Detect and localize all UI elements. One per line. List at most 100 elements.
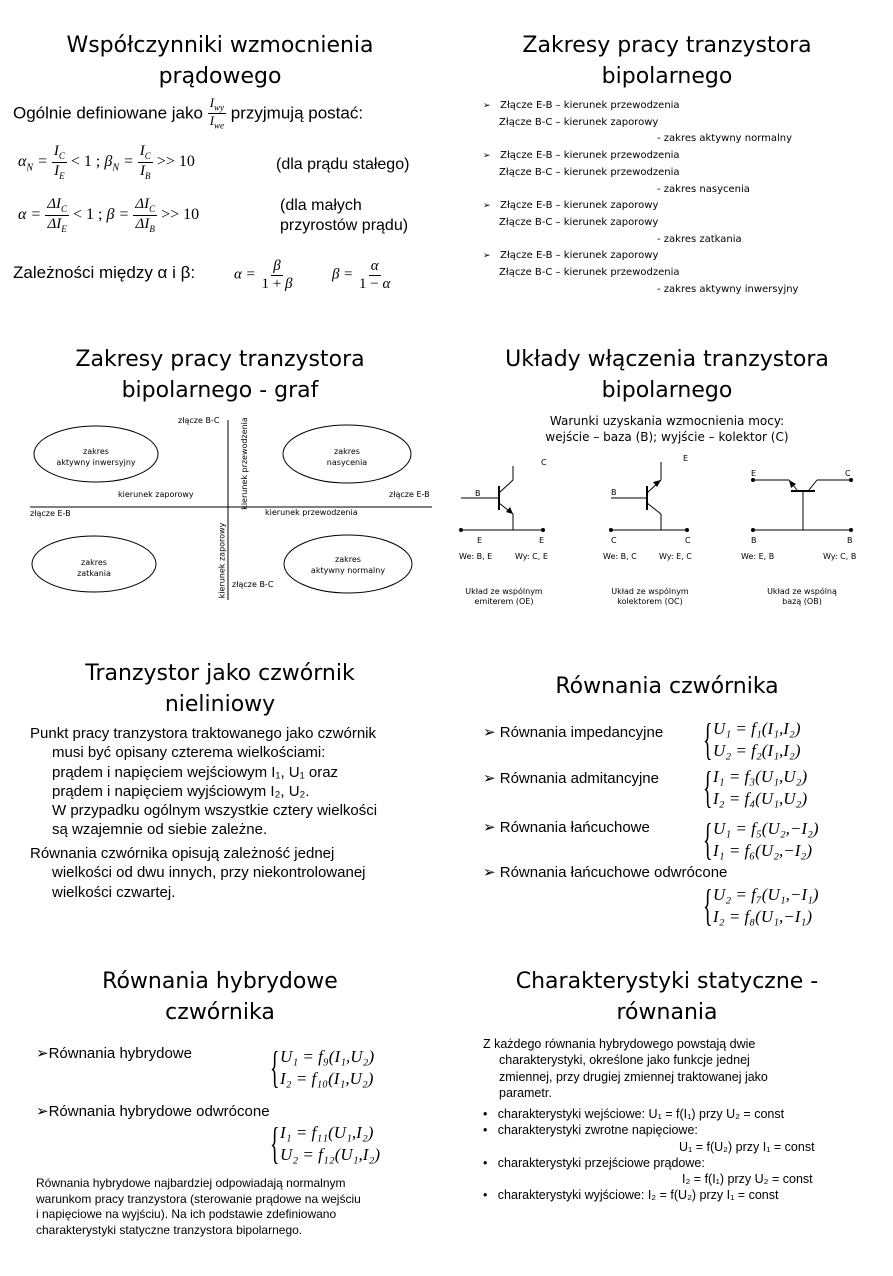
intro-text: Ogólnie definiowane jako bbox=[13, 103, 203, 123]
slide-title: Charakterystyki statyczne - równania bbox=[447, 966, 887, 1028]
dc-note: (dla prądu stałego) bbox=[276, 156, 410, 173]
label-reverse-vertical: kierunek zaporowy bbox=[217, 522, 227, 599]
title-line-2: czwórnika bbox=[165, 1000, 275, 1025]
configuration-circuits bbox=[459, 462, 853, 532]
ob-input: We: E, B bbox=[741, 552, 775, 561]
ob-terminal-tl: E bbox=[751, 469, 757, 478]
label-hybrid: ➢Równania hybrydowe bbox=[36, 1045, 192, 1062]
hybrid-equations: U₁ = f₉(I₁,U₂)I₂ = f₁₀(I₁,U₂) bbox=[280, 1047, 375, 1088]
oc-terminal-bl: C bbox=[611, 536, 617, 545]
char-transfer: • charakterystyki przejściowe prądowe: bbox=[483, 1155, 705, 1170]
label-reverse-horizontal: kierunek zaporowy bbox=[118, 490, 194, 499]
oc-terminal-base: B bbox=[611, 488, 617, 497]
common-collector-circuit bbox=[609, 462, 689, 532]
slide-title: Równania hybrydowe czwórnika bbox=[0, 966, 440, 1028]
common-base-circuit bbox=[751, 478, 853, 532]
slide-title: Współczynniki wzmocnienia prądowego bbox=[0, 30, 440, 92]
small-signal-note: (dla małych przyrostów prądu) bbox=[280, 197, 409, 234]
region-item: ➢ Złącze E-B – kierunek przewodzenia Złą… bbox=[483, 100, 793, 145]
characteristics-intro: Z każdego równania hybrydowego powstają … bbox=[483, 1037, 768, 1100]
title-line-2: bipolarnego bbox=[601, 64, 733, 89]
label-eb-left: złącze E-B bbox=[30, 509, 71, 518]
oe-terminal-bl: E bbox=[477, 536, 483, 545]
brace-2: { bbox=[703, 763, 713, 812]
title-line-2: bipolarnego - graf bbox=[121, 378, 319, 403]
label-impedance: ➢ Równania impedancyjne bbox=[483, 724, 664, 741]
oe-terminal-top: C bbox=[541, 458, 547, 467]
label-bc-top: złącze B-C bbox=[178, 416, 220, 425]
title-line-1: Układy włączenia tranzystora bbox=[505, 347, 829, 372]
brace-1: { bbox=[703, 715, 713, 764]
label-inverse-hybrid: ➢Równania hybrydowe odwrócone bbox=[36, 1103, 270, 1120]
slide-operating-regions: Zakresy pracy tranzystora bipolarnego ➢ … bbox=[447, 30, 887, 340]
title-line-2: równania bbox=[616, 1000, 718, 1025]
slide-title: Zakresy pracy tranzystora bipolarnego - … bbox=[0, 344, 440, 406]
oe-terminal-base: B bbox=[475, 489, 481, 498]
brace-inverse-hybrid: { bbox=[270, 1119, 280, 1168]
label-bc-bottom: złącze B-C bbox=[232, 580, 274, 589]
title-line-2: nieliniowy bbox=[164, 692, 276, 717]
characteristics-list: • charakterystyki wejściowe: U₁ = f(I₁) … bbox=[483, 1106, 815, 1204]
ob-output: Wy: C, B bbox=[823, 552, 857, 561]
char-feedback: • charakterystyki zwrotne napięciowe: bbox=[483, 1123, 698, 1138]
ob-terminal-tr: C bbox=[845, 469, 851, 478]
region-item: ➢ Złącze E-B – kierunek przewodzenia Złą… bbox=[483, 150, 750, 195]
char-feedback-eq: U₁ = f(U₂) przy I₁ = const bbox=[679, 1139, 815, 1154]
region-item: ➢ Złącze E-B – kierunek zaporowy Złącze … bbox=[483, 250, 799, 295]
title-line-1: Tranzystor jako czwórnik bbox=[85, 661, 355, 686]
brace-4: { bbox=[703, 881, 713, 930]
slide-configurations: Układy włączenia tranzystora bipolarnego… bbox=[447, 344, 887, 654]
brace-hybrid: { bbox=[270, 1043, 280, 1092]
twoport-paragraph-2: Równania czwórnika opisują zależność jed… bbox=[30, 845, 366, 901]
ob-terminal-bl: B bbox=[751, 536, 757, 545]
inverse-hybrid-equations: I₁ = f₁₁(U₁,I₂)U₂ = f₁₂(U₁,I₂) bbox=[280, 1123, 381, 1164]
char-transfer-eq: I₂ = f(I₁) przy U₂ = const bbox=[682, 1172, 813, 1187]
title-line-2: prądowego bbox=[158, 64, 282, 89]
regions-graph bbox=[30, 420, 432, 600]
region-cutoff bbox=[31, 535, 157, 593]
region-saturation bbox=[282, 424, 412, 484]
power-gain-conditions: Warunki uzyskania wzmocnienia mocy:wejśc… bbox=[545, 414, 789, 444]
oe-input: We: B, E bbox=[459, 552, 493, 561]
label-chain: ➢ Równania łańcuchowe bbox=[483, 819, 650, 836]
char-output: • charakterystyki wyjściowe: I₂ = f(U₂) … bbox=[483, 1188, 779, 1203]
label-forward-vertical: kierunek przewodzenia bbox=[239, 417, 249, 510]
intro-line: Ogólnie definiowane jako Iwy Iwe przyjmu… bbox=[13, 95, 363, 132]
inverse-chain-equations: U₂ = f₇(U₁,−I₁)I₂ = f₈(U₁,−I₁) bbox=[713, 885, 819, 926]
impedance-equations: U₁ = f₁(I₁,I₂)U₂ = f₂(I₁,I₂) bbox=[713, 719, 801, 760]
region-list: ➢ Złącze E-B – kierunek przewodzenia Złą… bbox=[483, 98, 798, 298]
admittance-equations: I₁ = f₃(U₁,U₂)I₂ = f₄(U₁,U₂) bbox=[713, 767, 808, 808]
slide-title: Tranzystor jako czwórnik nieliniowy bbox=[0, 658, 440, 720]
label-eb-right: złącze E-B bbox=[389, 490, 430, 499]
oc-terminal-top: E bbox=[683, 454, 689, 463]
slide-current-gain: Współczynniki wzmocnienia prądowego Ogól… bbox=[0, 30, 440, 340]
title-line-2: bipolarnego bbox=[601, 378, 733, 403]
slide-static-characteristics: Charakterystyki statyczne - równania Z k… bbox=[447, 966, 887, 1276]
oc-terminal-br: C bbox=[685, 536, 691, 545]
region-inverse-active bbox=[33, 425, 159, 483]
label-inverse-chain: ➢ Równania łańcuchowe odwrócone bbox=[483, 864, 728, 881]
label-admittance: ➢ Równania admitancyjne bbox=[483, 770, 659, 787]
region-item: ➢ Złącze E-B – kierunek zaporowy Złącze … bbox=[483, 200, 742, 245]
twoport-paragraph-1: Punkt pracy tranzystora traktowanego jak… bbox=[30, 725, 378, 839]
oc-input: We: B, C bbox=[603, 552, 637, 561]
slide-title: Równania czwórnika bbox=[555, 674, 779, 699]
title-line-1: Współczynniki wzmocnienia bbox=[66, 33, 374, 58]
title-line-1: Charakterystyki statyczne - bbox=[515, 969, 819, 994]
slide-twoport-equations: Równania czwórnika ➢ Równania impedancyj… bbox=[447, 658, 887, 968]
oe-terminal-br: E bbox=[539, 536, 545, 545]
ob-terminal-br: B bbox=[847, 536, 853, 545]
oc-output: Wy: E, C bbox=[659, 552, 692, 561]
brace-3: { bbox=[703, 815, 713, 864]
slide-title: Układy włączenia tranzystora bipolarnego bbox=[447, 344, 887, 406]
label-forward-horizontal: kierunek przewodzenia bbox=[265, 508, 358, 517]
